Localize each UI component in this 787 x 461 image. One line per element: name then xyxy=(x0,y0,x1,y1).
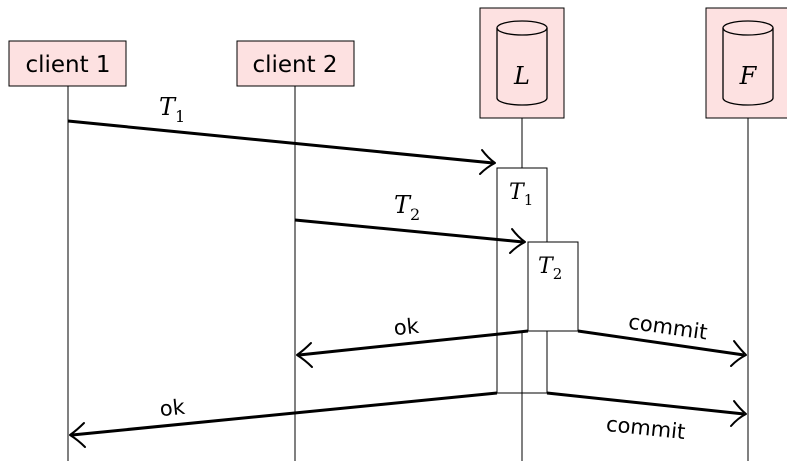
message-t2-label: T2 xyxy=(394,191,420,224)
arrowhead-icon xyxy=(479,149,496,175)
message-ok-client-2: ok xyxy=(296,314,529,368)
arrowhead-icon xyxy=(296,342,313,368)
activation-t2 xyxy=(527,241,579,332)
message-commit-2: commit xyxy=(546,391,747,444)
message-t2: T2 xyxy=(294,191,526,254)
database-icon xyxy=(496,20,548,106)
participant-follower: F xyxy=(705,7,787,119)
message-t1: T1 xyxy=(67,93,496,175)
participant-client-1: client 1 xyxy=(8,40,127,87)
participant-client-2: client 2 xyxy=(236,40,355,87)
participant-client-2-label: client 2 xyxy=(252,52,337,78)
arrowhead-icon xyxy=(730,340,747,367)
participant-follower-label: F xyxy=(739,62,758,90)
participant-leader-label: L xyxy=(513,62,530,90)
participant-leader: L xyxy=(479,7,565,119)
message-ok-client-1-label: ok xyxy=(159,395,187,422)
arrowhead-icon xyxy=(509,228,526,254)
activation-t2-label: T2 xyxy=(538,254,562,283)
message-commit-1: commit xyxy=(577,310,747,367)
message-commit-2-label: commit xyxy=(605,412,686,444)
arrowhead-icon xyxy=(730,400,747,427)
message-t1-label: T1 xyxy=(159,93,185,126)
participant-client-1-label: client 1 xyxy=(25,52,110,78)
arrowhead-icon xyxy=(69,422,86,448)
message-ok-client-1: ok xyxy=(69,391,498,448)
database-icon xyxy=(722,20,774,106)
message-ok-client-2-label: ok xyxy=(393,314,421,341)
activation-t1-label: T1 xyxy=(509,180,533,209)
